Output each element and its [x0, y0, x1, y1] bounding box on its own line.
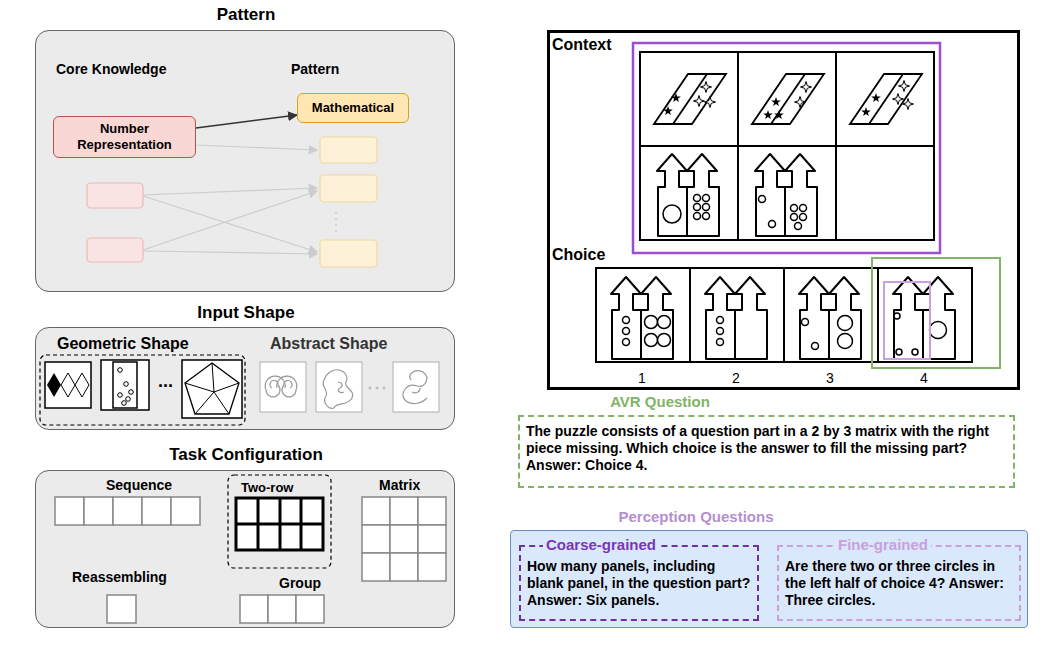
node-text: Task Configuration — [36, 445, 456, 465]
pattern-panel: PatternCore KnowledgePatternNumber Repre… — [35, 30, 455, 292]
node-text: Geometric Shape — [57, 334, 237, 353]
puzzle-art — [596, 43, 1000, 368]
coarse-question-box: Coarse-grainedHow many panels, including… — [519, 545, 759, 621]
pattern-box: Mathematical — [297, 93, 409, 123]
ellipsis-text: ... — [158, 371, 173, 392]
node-text: The puzzle consists of a question part i… — [526, 423, 1010, 473]
input-shape-panel: Input ShapeGeometric ShapeAbstract Shape — [35, 327, 455, 430]
node-text: Fine-grained — [835, 536, 931, 554]
pattern-panel-fill — [35, 30, 455, 292]
puzzle-frame: ContextChoice — [547, 30, 1020, 390]
choice-number: 1 — [638, 370, 646, 386]
connector-arrow — [196, 115, 297, 128]
node-text: Pattern — [36, 5, 456, 25]
choice-number: 3 — [826, 370, 834, 386]
node-text: Two-row — [241, 480, 321, 496]
node-text: Number Representation — [57, 121, 192, 152]
node-text: Abstract Shape — [270, 334, 450, 353]
choice-number: 2 — [732, 370, 740, 386]
node-text: Matrix — [379, 477, 459, 494]
node-text: How many panels, including blank panel, … — [527, 558, 753, 608]
task-config-art — [35, 470, 455, 628]
node-text: Perception Questions — [571, 508, 821, 526]
node-text: Input Shape — [36, 303, 456, 323]
input-shape-art — [35, 327, 455, 430]
node-text: Choice — [552, 245, 632, 264]
core-knowledge-box: Number Representation — [53, 116, 196, 158]
node-text: Coarse-grained — [543, 536, 659, 554]
node-text: AVR Question — [580, 393, 740, 411]
node-text: Group — [279, 575, 349, 592]
avr-question-box: AVR QuestionThe puzzle consists of a que… — [518, 415, 1015, 488]
node-text: Are there two or three circles in the le… — [785, 558, 1017, 608]
node-text: Context — [552, 35, 632, 54]
fine-question-box: Fine-grainedAre there two or three circl… — [777, 545, 1021, 621]
perception-panel: Perception QuestionsCoarse-grainedHow ma… — [510, 530, 1028, 628]
node-text: Reassembling — [72, 569, 182, 586]
node-text: Core Knowledge — [56, 61, 206, 78]
choice-number: 4 — [920, 370, 928, 386]
node-text: Pattern — [291, 61, 401, 78]
node-text: Mathematical — [299, 100, 407, 116]
node-text: Sequence — [106, 477, 206, 494]
task-config-panel: Task ConfigurationSequenceTwo-rowMatrixR… — [35, 470, 455, 628]
